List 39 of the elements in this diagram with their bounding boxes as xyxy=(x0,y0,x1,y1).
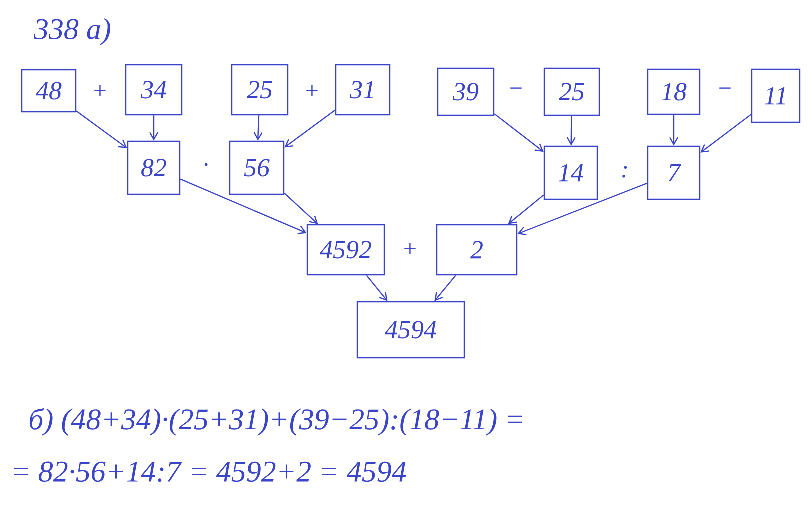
equation-line: = 82·56+14:7 = 4592+2 = 4594 xyxy=(14,462,406,482)
number-box: 11 xyxy=(751,68,801,124)
operator-sign: + xyxy=(404,243,416,254)
arrow xyxy=(434,275,456,302)
number-box: 2 xyxy=(436,224,518,276)
number-box: 7 xyxy=(647,146,701,200)
operator-sign: − xyxy=(510,88,522,89)
equation-line: б) (48+34)·(25+31)+(39−25):(18−11) = xyxy=(30,408,522,436)
title: 338 а) xyxy=(34,18,110,46)
number-box: 82 xyxy=(127,140,181,196)
number-box: 14 xyxy=(544,146,598,200)
arrow xyxy=(494,114,544,152)
arrow xyxy=(508,194,544,224)
number-box: 18 xyxy=(647,68,701,116)
arrow xyxy=(254,116,263,141)
number-box: 31 xyxy=(335,64,391,116)
operator-sign: − xyxy=(720,88,731,89)
arrow xyxy=(366,275,388,302)
number-box: 56 xyxy=(229,140,285,196)
arrow xyxy=(76,110,128,148)
number-box: 25 xyxy=(544,68,600,116)
number-box: 4592 xyxy=(306,224,386,276)
arrow xyxy=(669,115,679,146)
arrow xyxy=(284,110,336,148)
operator-sign: + xyxy=(306,85,318,96)
arrow xyxy=(284,192,318,224)
number-box: 39 xyxy=(437,68,495,116)
operator-sign: + xyxy=(94,85,106,96)
arrow xyxy=(180,178,307,234)
number-box: 48 xyxy=(21,69,77,113)
number-box: 4594 xyxy=(356,301,466,359)
operator-sign: : xyxy=(622,166,628,178)
number-box: 25 xyxy=(231,64,289,116)
arrow xyxy=(566,116,576,146)
operator-sign: · xyxy=(204,163,208,166)
arrow xyxy=(700,114,752,153)
arrow xyxy=(518,182,648,236)
arrow xyxy=(149,116,159,141)
number-box: 34 xyxy=(125,64,183,116)
